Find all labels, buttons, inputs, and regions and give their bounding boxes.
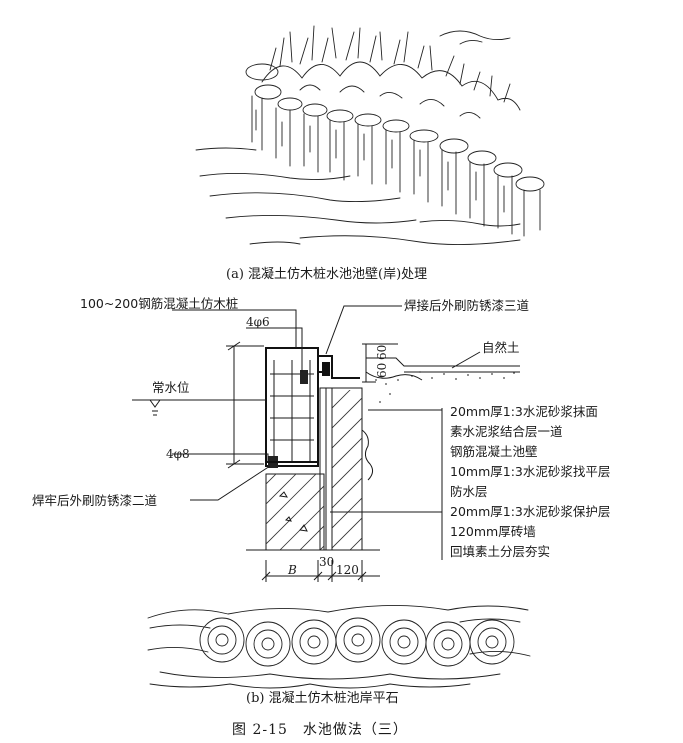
dim-120: 120 [336, 563, 359, 577]
dim-60-top: 60 [375, 345, 389, 360]
log-tops [199, 617, 515, 667]
layer-label: 20mm厚1:3水泥砂浆抹面 [450, 404, 598, 419]
layer-label: 防水层 [450, 484, 488, 499]
layer-label: 素水泥浆结合层一道 [450, 424, 563, 439]
label-rebar-4phi6: 4φ6 [246, 315, 270, 329]
layer-labels: 20mm厚1:3水泥砂浆抹面 素水泥浆结合层一道 钢筋混凝土池壁 10mm厚1:… [450, 404, 610, 559]
layer-label: 20mm厚1:3水泥砂浆保护层 [450, 504, 610, 519]
vegetation-sketch [261, 25, 521, 119]
figure-title: 图 2-15 水池做法（三） [232, 722, 408, 738]
rebar-4phi6-mark [300, 370, 308, 384]
pile-section [265, 347, 319, 467]
weld-connection-top [322, 362, 330, 376]
label-weld-top: 焊接后外刷防锈漆三道 [404, 298, 530, 313]
pile-bodies [251, 95, 541, 237]
label-rebar-4phi8: 4φ8 [166, 447, 190, 461]
label-weld-bottom: 焊牢后外刷防锈漆二道 [32, 493, 158, 508]
water-lines-a [195, 147, 521, 246]
layer-label: 钢筋混凝土池壁 [450, 444, 538, 459]
natural-soil-stipple [375, 371, 515, 403]
dim-30: 30 [319, 555, 334, 569]
pile-rebar-grid [270, 360, 314, 462]
dim-b: B [287, 563, 297, 577]
caption-a: (a) 混凝土仿木桩水池池壁(岸)处理 [226, 266, 427, 282]
label-water-level: 常水位 [152, 380, 190, 395]
layer-label: 回填素土分层夯实 [450, 544, 550, 559]
label-pile: 100~200钢筋混凝土仿木桩 [80, 296, 238, 311]
layer-label: 10mm厚1:3水泥砂浆找平层 [450, 464, 610, 479]
pile-tops [245, 63, 545, 192]
section-detail: 60 60 B 30 120 [132, 305, 520, 582]
log-plan-sketch [147, 605, 531, 689]
dim-60-bottom: 60 [375, 363, 389, 378]
caption-b: (b) 混凝土仿木桩池岸平石 [246, 690, 399, 706]
label-natural-soil: 自然土 [482, 340, 520, 355]
log-pile-perspective-sketch [195, 25, 545, 246]
layer-label: 120mm厚砖墙 [450, 524, 536, 539]
